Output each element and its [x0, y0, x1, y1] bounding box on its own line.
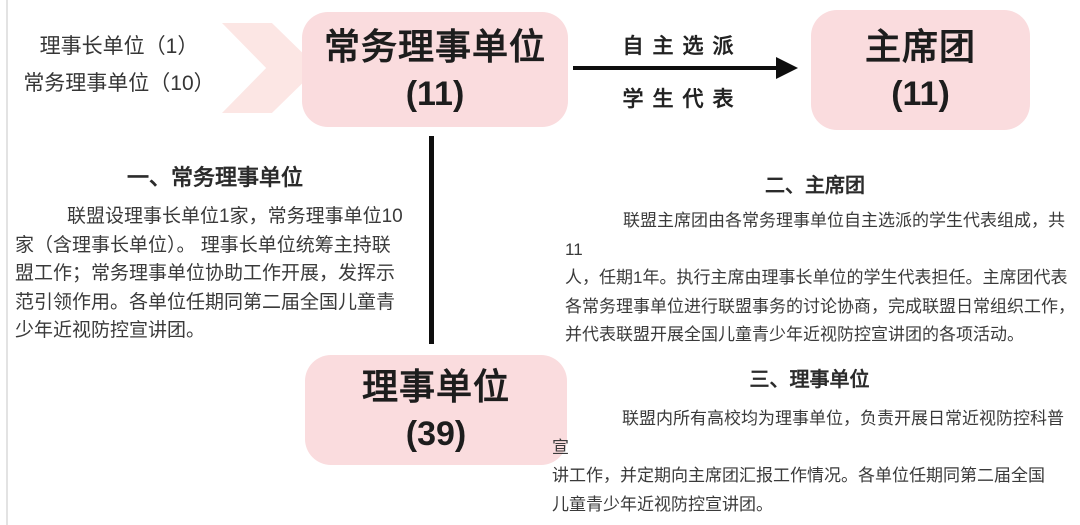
- intro-line-chairman: 理事长单位（1）: [39, 35, 199, 58]
- section-3-body: 联盟内所有高校均为理事单位，负责开展日常近视防控科普宣 讲工作，并定期向主席团汇…: [552, 409, 1064, 514]
- section-2-heading: 二、主席团: [765, 175, 865, 197]
- presidium-box: 主席团 (11): [811, 10, 1030, 130]
- exec-council-box: 常务理事单位 (11): [302, 12, 568, 127]
- vertical-connector-line: [429, 136, 434, 344]
- director-units-box: 理事单位 (39): [305, 355, 567, 465]
- intro-line-exec: 常务理事单位（10）: [23, 72, 215, 95]
- section-1-body: 联盟设理事长单位1家，常务理事单位10 家（含理事长单位）。 理事长单位统筹主持…: [15, 206, 403, 341]
- right-arrow-head-icon: [776, 57, 798, 79]
- presidium-box-title: 主席团: [864, 26, 976, 67]
- director-units-box-title: 理事单位: [361, 366, 510, 407]
- exec-council-box-title: 常务理事单位: [323, 25, 546, 67]
- section-1-heading: 一、常务理事单位: [126, 165, 303, 190]
- intro-labels: 理事长单位（1） 常务理事单位（10）: [10, 28, 228, 102]
- right-arrow-line: [573, 66, 778, 70]
- section-2-body: 联盟主席团由各常务理事单位自主选派的学生代表组成，共11 人，任期1年。执行主席…: [565, 211, 1075, 344]
- section-3-heading: 三、理事单位: [749, 369, 870, 391]
- director-units-box-count: (39): [405, 415, 467, 453]
- presidium-box-count: (11): [891, 75, 950, 113]
- exec-council-box-count: (11): [405, 74, 465, 113]
- arrow-label-top: 自主选派: [622, 35, 743, 58]
- page-left-border: [6, 0, 8, 525]
- arrow-label-bottom: 学生代表: [622, 88, 743, 111]
